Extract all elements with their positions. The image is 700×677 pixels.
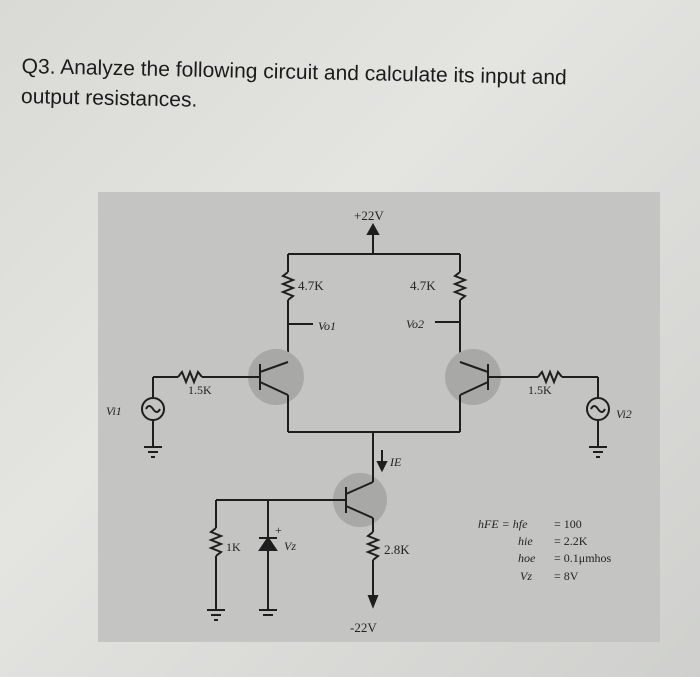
q3-transistor: [284, 474, 381, 609]
re-resistor: [365, 531, 381, 561]
circuit-svg: +22V 4.7K 4.7K Vo1 Vo2 1.5K 1.5K Vi1 Vi2…: [106, 208, 632, 635]
r-bias-resistor: [208, 527, 224, 557]
param-hfe-label: hFE = hfe: [478, 517, 528, 531]
q2-transistor: [459, 361, 510, 432]
q1-transistor-body: [248, 349, 304, 405]
ie-label: IE: [389, 455, 402, 469]
q1-transistor: [238, 361, 289, 432]
rc-right-label: 4.7K: [410, 278, 436, 293]
re-label: 2.8K: [384, 542, 410, 557]
vi1-sine: [145, 405, 161, 413]
q2-transistor-body: [445, 349, 501, 405]
vi2-label: Vi2: [616, 407, 632, 421]
supply-neg-label: -22V: [350, 620, 377, 635]
question-text: Q3. Analyze the following circuit and ca…: [21, 52, 682, 126]
vo2-label: Vo2: [406, 317, 424, 331]
zener-diode: [258, 536, 278, 551]
vz-circuit-label: Vz: [284, 539, 296, 553]
param-vz-value: = 8V: [554, 569, 579, 583]
param-hoe-label: hoe: [518, 551, 536, 565]
vo1-label: Vo1: [318, 319, 336, 333]
rb-right-resistor: [537, 369, 563, 385]
vi1-label: Vi1: [106, 404, 122, 418]
supply-pos-label: +22V: [354, 208, 384, 223]
circuit-diagram: +22V 4.7K 4.7K Vo1 Vo2 1.5K 1.5K Vi1 Vi2…: [98, 192, 660, 642]
r-bias-label: 1K: [226, 540, 241, 554]
param-hoe-value: = 0.1μmhos: [554, 551, 612, 565]
param-hie-label: hie: [518, 534, 533, 548]
rb-left-resistor: [177, 369, 203, 385]
ie-arrow-head: [376, 461, 388, 473]
supply-pos-arrow: [366, 222, 380, 235]
zener-plus-label: +: [275, 523, 282, 537]
rb-left-label: 1.5K: [188, 383, 212, 397]
rc-left-resistor: [280, 271, 296, 301]
param-hfe-value: = 100: [554, 517, 582, 531]
supply-neg-arrow: [367, 595, 379, 609]
param-hie-value: = 2.2K: [554, 534, 588, 548]
rb-right-label: 1.5K: [528, 383, 552, 397]
rc-left-label: 4.7K: [298, 278, 324, 293]
q3-transistor-body: [333, 473, 387, 527]
param-vz-label: Vz: [520, 569, 532, 583]
vi2-sine: [590, 405, 606, 413]
rc-right-resistor: [452, 271, 468, 301]
